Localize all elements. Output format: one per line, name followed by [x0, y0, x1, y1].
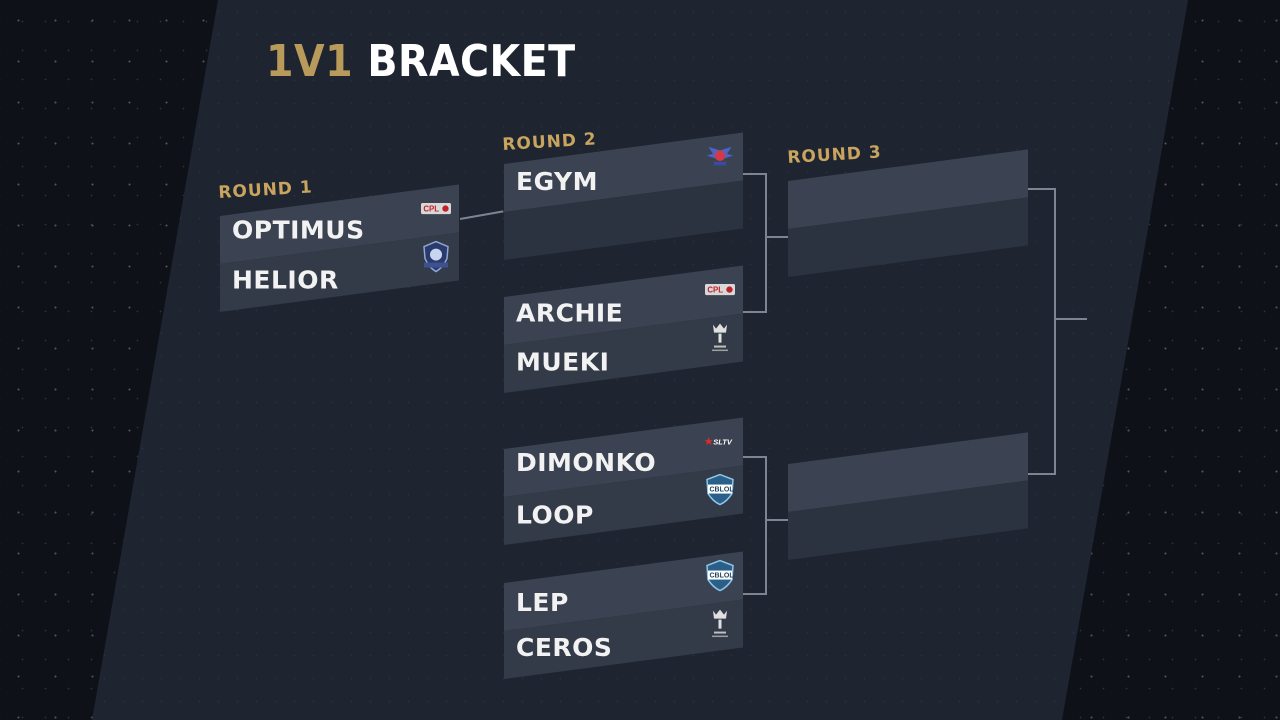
- svg-text:SLTV: SLTV: [713, 438, 733, 447]
- connector-final-out: [1055, 318, 1087, 320]
- page-title: 1V1 BRACKET: [266, 36, 576, 87]
- svg-text:CBLOL: CBLOL: [710, 487, 735, 494]
- connector-r2m3m4-out: [766, 519, 788, 521]
- cpl-logo-icon: CPL: [705, 277, 735, 303]
- player-name: HELIOR: [232, 265, 339, 295]
- title-main: BRACKET: [367, 36, 576, 87]
- svg-text:CBLOL: CBLOL: [710, 573, 735, 580]
- player-name: DIMONKO: [516, 448, 657, 478]
- cblol-logo-icon: CBLOL: [705, 473, 735, 506]
- round2-match-1: EGYM: [504, 132, 743, 260]
- connector-r2m3m4: [743, 456, 767, 595]
- player-slot[interactable]: OPTIMUS CPL: [220, 184, 459, 264]
- player-slot[interactable]: ARCHIE CPL: [504, 265, 743, 345]
- player-slot[interactable]: LOOP CBLOL: [504, 465, 743, 545]
- player-name: CEROS: [516, 633, 613, 663]
- cblol-logo-icon: CBLOL: [705, 559, 735, 592]
- sltv-logo-icon: SLTV: [705, 429, 735, 455]
- round1-match: OPTIMUS CPL HELIOR: [220, 184, 459, 312]
- round2-match-4: LEP CBLOL CEROS: [504, 551, 743, 679]
- player-name: ARCHIE: [516, 298, 624, 328]
- svg-text:CPL: CPL: [423, 205, 439, 214]
- connector-r2m1m2: [743, 173, 767, 313]
- player-name: MUEKI: [516, 347, 610, 377]
- player-slot[interactable]: LEP CBLOL: [504, 551, 743, 631]
- round2-match-2: ARCHIE CPL MUEKI: [504, 265, 743, 393]
- player-name: EGYM: [516, 167, 599, 197]
- player-name: LOOP: [516, 500, 594, 530]
- connector-r3: [1028, 188, 1056, 475]
- wings-logo-icon: [705, 144, 735, 170]
- crown-league-logo-icon: [705, 323, 735, 352]
- svg-text:CPL: CPL: [707, 286, 723, 295]
- shield-mascot-logo-icon: [421, 240, 451, 273]
- player-name: LEP: [516, 587, 569, 617]
- player-slot[interactable]: CEROS: [504, 599, 743, 679]
- player-name: OPTIMUS: [232, 215, 365, 245]
- title-accent: 1V1: [266, 36, 354, 87]
- cpl-logo-icon: CPL: [421, 196, 451, 222]
- crown-league-logo-icon: [705, 609, 735, 638]
- player-slot[interactable]: DIMONKO SLTV: [504, 417, 743, 497]
- connector-r2m1m2-out: [766, 236, 788, 238]
- player-slot[interactable]: EGYM: [504, 132, 743, 212]
- player-slot[interactable]: HELIOR: [220, 232, 459, 312]
- player-slot[interactable]: MUEKI: [504, 313, 743, 393]
- round2-match-3: DIMONKO SLTV LOOP CBLOL: [504, 417, 743, 545]
